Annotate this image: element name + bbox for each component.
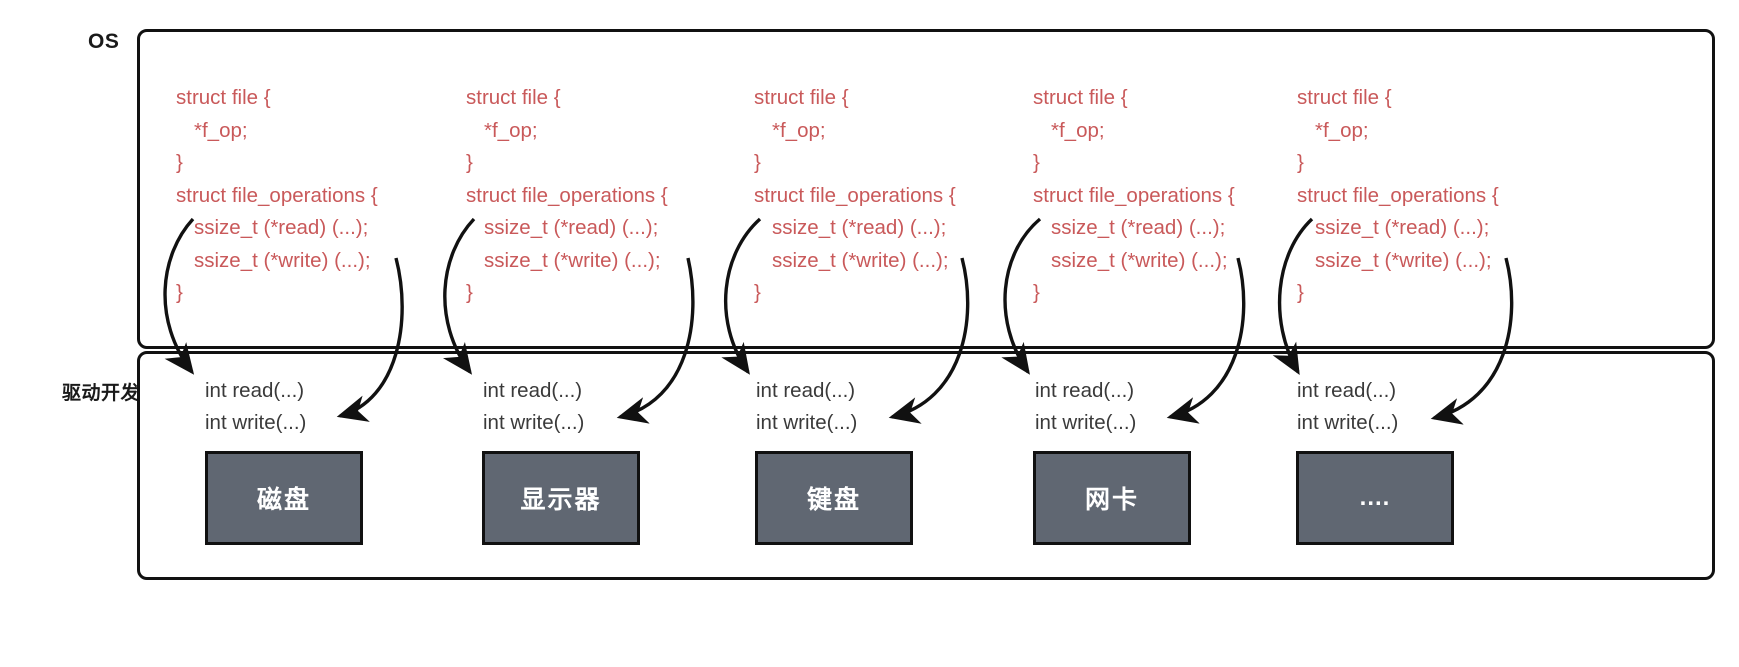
code-line-close1: } <box>1033 151 1040 174</box>
code-line-write-ptr: ssize_t (*write) (...); <box>1051 248 1228 272</box>
code-line-file-operations: struct file_operations { <box>1033 183 1235 207</box>
os-code-block-keyboard: struct file { *f_op; } struct file_opera… <box>754 82 956 310</box>
code-line-close1: } <box>754 151 761 174</box>
driver-line-write: int write(...) <box>483 411 585 434</box>
device-box-disk[interactable]: 磁盘 <box>205 451 363 545</box>
driver-line-write: int write(...) <box>756 411 858 434</box>
code-line-struct-file: struct file { <box>176 86 271 109</box>
code-line-close2: } <box>1297 281 1304 304</box>
code-line-struct-file: struct file { <box>466 86 561 109</box>
code-line-close2: } <box>1033 281 1040 304</box>
os-code-block-disk: struct file { *f_op; } struct file_opera… <box>176 82 378 310</box>
driver-code-block-disk: int read(...) int write(...) <box>205 375 306 439</box>
driver-line-write: int write(...) <box>1297 411 1399 434</box>
device-box-keyboard[interactable]: 键盘 <box>755 451 913 545</box>
code-line-read-ptr: ssize_t (*read) (...); <box>1051 216 1226 239</box>
driver-line-read: int read(...) <box>483 379 583 402</box>
driver-code-block-nic: int read(...) int write(...) <box>1035 375 1136 439</box>
driver-line-read: int read(...) <box>1035 379 1135 402</box>
device-box-other[interactable]: .... <box>1296 451 1454 545</box>
code-line-fop: *f_op; <box>194 118 248 142</box>
os-code-block-nic: struct file { *f_op; } struct file_opera… <box>1033 82 1235 310</box>
driver-line-write: int write(...) <box>1035 411 1137 434</box>
code-line-struct-file: struct file { <box>754 86 849 109</box>
code-line-file-operations: struct file_operations { <box>1297 183 1499 207</box>
code-line-fop: *f_op; <box>484 118 538 142</box>
code-line-write-ptr: ssize_t (*write) (...); <box>1315 248 1492 272</box>
code-line-fop: *f_op; <box>1315 118 1369 142</box>
code-line-struct-file: struct file { <box>1033 86 1128 109</box>
driver-line-read: int read(...) <box>205 379 305 402</box>
driver-section-label: 驱动开发 <box>62 383 141 404</box>
device-box-nic[interactable]: 网卡 <box>1033 451 1191 545</box>
code-line-close1: } <box>1297 151 1304 174</box>
os-code-block-monitor: struct file { *f_op; } struct file_opera… <box>466 82 668 310</box>
driver-line-read: int read(...) <box>756 379 856 402</box>
code-line-close2: } <box>754 281 761 304</box>
code-line-struct-file: struct file { <box>1297 86 1392 109</box>
driver-line-read: int read(...) <box>1297 379 1397 402</box>
driver-code-block-other: int read(...) int write(...) <box>1297 375 1398 439</box>
device-box-monitor[interactable]: 显示器 <box>482 451 640 545</box>
code-line-fop: *f_op; <box>772 118 826 142</box>
driver-line-write: int write(...) <box>205 411 307 434</box>
code-line-read-ptr: ssize_t (*read) (...); <box>772 216 947 239</box>
code-line-write-ptr: ssize_t (*write) (...); <box>772 248 949 272</box>
os-code-block-other: struct file { *f_op; } struct file_opera… <box>1297 82 1499 310</box>
code-line-file-operations: struct file_operations { <box>754 183 956 207</box>
code-line-write-ptr: ssize_t (*write) (...); <box>194 248 371 272</box>
code-line-close1: } <box>466 151 473 174</box>
driver-panel <box>137 351 1715 580</box>
code-line-read-ptr: ssize_t (*read) (...); <box>1315 216 1490 239</box>
code-line-close2: } <box>466 281 473 304</box>
code-line-write-ptr: ssize_t (*write) (...); <box>484 248 661 272</box>
code-line-close2: } <box>176 281 183 304</box>
code-line-fop: *f_op; <box>1051 118 1105 142</box>
code-line-file-operations: struct file_operations { <box>176 183 378 207</box>
os-section-label: OS <box>88 30 120 53</box>
code-line-read-ptr: ssize_t (*read) (...); <box>194 216 369 239</box>
code-line-close1: } <box>176 151 183 174</box>
code-line-read-ptr: ssize_t (*read) (...); <box>484 216 659 239</box>
driver-code-block-keyboard: int read(...) int write(...) <box>756 375 857 439</box>
code-line-file-operations: struct file_operations { <box>466 183 668 207</box>
driver-code-block-monitor: int read(...) int write(...) <box>483 375 584 439</box>
